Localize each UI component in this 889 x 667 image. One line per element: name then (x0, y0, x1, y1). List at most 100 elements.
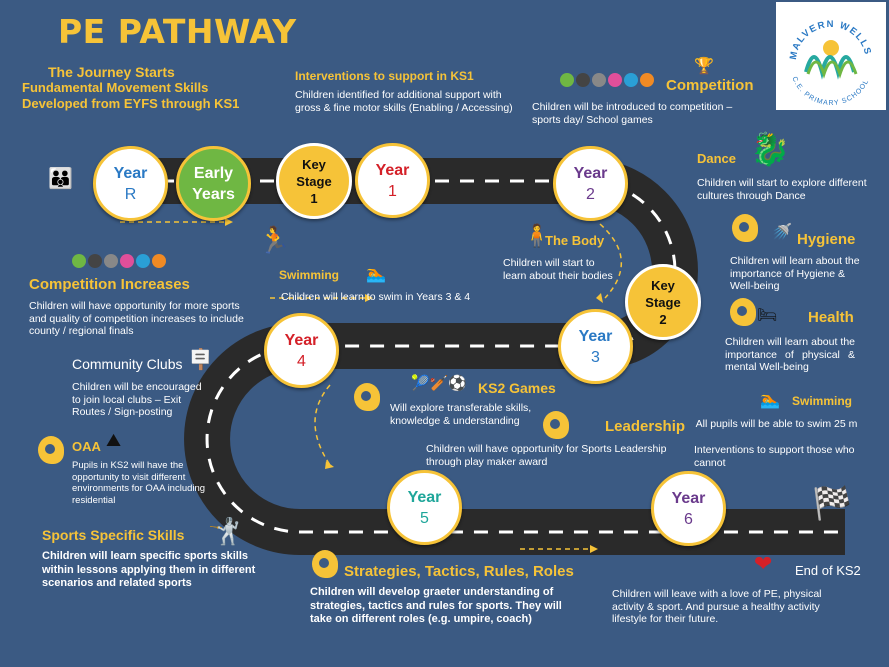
dance-body: Children will start to explore different… (697, 177, 867, 202)
leadership-body: Children will have opportunity for Sport… (426, 443, 667, 468)
early-years-top: Early (193, 164, 234, 182)
year-r-bottom: R (124, 185, 137, 203)
competition-icons (560, 73, 654, 87)
year-1-bottom: 1 (388, 182, 397, 200)
ks2-line2: Stage (645, 294, 681, 310)
badge-icon (72, 254, 86, 268)
gear-head-icon (312, 550, 338, 578)
strategies-title: Strategies, Tactics, Rules, Roles (344, 563, 574, 580)
gear-head-icon (354, 383, 380, 411)
karate-icon: 🤺 (208, 517, 241, 547)
badge-icon (120, 254, 134, 268)
year-5-bottom: 5 (420, 509, 429, 527)
dance-title: Dance (697, 151, 737, 166)
end-ks2-title: End of KS2 (795, 563, 861, 578)
the-body-title: The Body (545, 233, 605, 248)
interventions-body: Children identified for additional suppo… (295, 89, 513, 114)
end-ks2-body: Children will leave with a love of PE, p… (612, 588, 822, 625)
sports-equipment-icon: 🎾🏏⚽ (411, 374, 468, 392)
competition-title: Competition (666, 77, 754, 94)
dragon-icon: 🐉 (750, 130, 790, 168)
sports-specific-title: Sports Specific Skills (42, 527, 185, 543)
interventions-title: Interventions to support in KS1 (295, 69, 474, 83)
year-3-top: Year (578, 327, 613, 345)
ks2-games-body: Will explore transferable skills, knowle… (390, 402, 532, 427)
year-r-milestone: Year R (93, 146, 168, 221)
gear-head-icon (732, 214, 758, 242)
badge-icon (88, 254, 102, 268)
signpost-icon: 🪧 (188, 347, 213, 371)
year-4-bottom: 4 (297, 352, 306, 370)
year-1-milestone: Year 1 (355, 143, 430, 218)
key-stage-2-milestone: Key Stage 2 (625, 264, 701, 340)
ks1-line3: 1 (310, 190, 318, 206)
badge-icon (608, 73, 622, 87)
health-title: Health (808, 309, 854, 326)
year-5-top: Year (407, 488, 442, 506)
year-2-milestone: Year 2 (553, 146, 628, 221)
competition-body: Children will be introduced to competiti… (532, 101, 733, 126)
badge-icon (152, 254, 166, 268)
badge-icon (560, 73, 574, 87)
badge-icon (624, 73, 638, 87)
swimming-ks2-body1: All pupils will be able to swim 25 m (695, 418, 858, 430)
trophy-icon: 🏆 (694, 56, 714, 75)
oaa-body: Pupils in KS2 will have the opportunity … (72, 460, 206, 506)
hygiene-body: Children will learn about the importance… (730, 255, 860, 292)
competition-increases-title: Competition Increases (29, 276, 190, 293)
health-body: Children will learn about the importance… (725, 336, 855, 373)
community-clubs-title: Community Clubs (72, 356, 183, 372)
swimmer-icon: 🏊 (366, 264, 386, 283)
gear-head-icon (38, 436, 64, 464)
school-logo: MALVERN WELLS C.E. PRIMARY SCHOOL (776, 2, 886, 110)
ks2-line3: 2 (659, 311, 667, 327)
year-r-top: Year (113, 164, 148, 182)
swimming-ks2-body2: Interventions to support those who canno… (694, 444, 855, 469)
swimmer-icon: 🏊 (760, 390, 780, 409)
ks1-line2: Stage (296, 173, 332, 189)
swimming-ks2-title: Swimming (792, 394, 853, 408)
runner-icon: 🏃 (258, 226, 291, 256)
the-body-body: Children will start to learn about their… (503, 257, 613, 282)
year-4-top: Year (284, 331, 319, 349)
year-4-milestone: Year 4 (264, 313, 339, 388)
mountain-icon: ⛰ (106, 430, 122, 451)
badge-icon (640, 73, 654, 87)
year-3-bottom: 3 (591, 348, 600, 366)
swimming-body: Children will learn to swim in Years 3 &… (281, 291, 471, 303)
bed-icon: 🛏 (757, 305, 778, 324)
shower-icon: 🚿 (772, 222, 792, 241)
ks2-games-title: KS2 Games (478, 380, 556, 396)
early-years-bottom: Years (192, 185, 235, 203)
badge-icon (136, 254, 150, 268)
journey-title: The Journey Starts (48, 64, 175, 80)
competition-increases-body: Children will have opportunity for more … (29, 300, 244, 337)
year-2-top: Year (573, 164, 608, 182)
leadership-title: Leadership (605, 418, 686, 435)
badge-icon (576, 73, 590, 87)
gear-head-icon (543, 411, 569, 439)
hygiene-title: Hygiene (797, 231, 856, 248)
strategies-body: Children will develop graeter understand… (310, 586, 562, 625)
key-stage-1-milestone: Key Stage 1 (276, 143, 352, 219)
year-5-milestone: Year 5 (387, 470, 462, 545)
year-3-milestone: Year 3 (558, 309, 633, 384)
oaa-title: OAA (72, 439, 101, 454)
year-6-bottom: 6 (684, 510, 693, 528)
chequered-flags-icon: 🏁 (812, 484, 852, 522)
badge-icon (592, 73, 606, 87)
journey-body: Fundamental Movement Skills Developed fr… (22, 80, 240, 111)
sports-specific-body: Children will learn specific sports skil… (42, 550, 256, 589)
early-years-milestone: Early Years (176, 146, 251, 221)
ks1-line1: Key (302, 156, 326, 172)
swimming-title: Swimming (279, 268, 340, 282)
heart-icon: ❤ (754, 552, 773, 577)
badge-icon (104, 254, 118, 268)
family-icon: 👪 (48, 166, 73, 190)
human-body-icon: 🧍 (523, 224, 551, 249)
community-clubs-body: Children will be encouraged to join loca… (72, 381, 202, 418)
year-2-bottom: 2 (586, 185, 595, 203)
ks2-line1: Key (651, 277, 675, 293)
year-1-top: Year (375, 161, 410, 179)
